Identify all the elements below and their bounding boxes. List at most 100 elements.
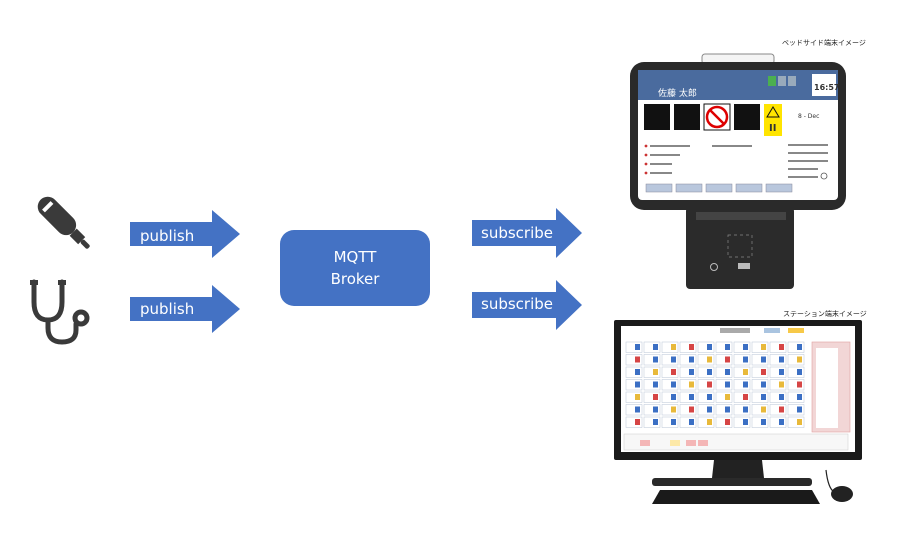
station-grid-marker [761,381,766,388]
station-grid-marker [761,344,766,350]
station-grid-cell [715,416,733,428]
station-grid-marker [761,369,766,375]
station-grid-cell [751,391,769,403]
bedside-patient-name: 佐藤 太郎 [658,87,697,99]
station-grid-cell [643,416,661,428]
station-grid-marker [725,344,730,350]
station-grid-cell [769,404,787,416]
station-grid-marker [707,369,712,375]
station-grid-marker [761,406,766,413]
station-grid-cell [787,341,805,353]
station-grid-cell [661,366,679,378]
broker-line-1: MQTT [333,248,377,266]
station-grid-marker [725,419,730,425]
station-grid-marker [671,344,676,350]
station-terminal-image [614,320,862,504]
station-grid-marker [689,356,694,363]
station-grid-cell [769,366,787,378]
station-grid-marker [743,381,748,388]
station-grid-marker [779,381,784,388]
station-grid-cell [769,391,787,403]
station-grid-cell [643,366,661,378]
station-grid-cell [751,341,769,353]
station-grid-cell [679,391,697,403]
station-grid-marker [743,344,748,350]
station-grid-marker [635,381,640,388]
station-grid-cell [715,366,733,378]
station-grid-marker [671,369,676,375]
station-grid-cell [643,391,661,403]
subscribe-label-bottom: subscribe [481,295,553,313]
station-grid-cell [697,416,715,428]
station-grid-cell [679,416,697,428]
station-grid-marker [743,419,748,425]
publish-label-top: publish [140,227,195,245]
station-grid-marker [635,344,640,350]
station-grid-cell [661,391,679,403]
station-grid-marker [689,406,694,413]
station-grid-marker [743,394,748,400]
station-grid-cell [679,341,697,353]
station-grid-cell [787,404,805,416]
station-grid-cell [625,354,643,366]
station-grid-marker [743,356,748,363]
station-grid-marker [653,406,658,413]
bedside-caption: ベッドサイド端末イメージ [782,39,866,47]
thermometer-icon [37,196,90,249]
station-grid-cell [733,366,751,378]
station-grid-marker [635,419,640,425]
station-grid-cell [715,341,733,353]
station-grid-cell [751,354,769,366]
bedside-date: 8 - Dec [798,113,819,120]
station-grid-marker [671,406,676,413]
station-grid-marker [653,419,658,425]
station-grid-marker [689,344,694,350]
station-grid-cell [643,404,661,416]
station-grid-cell [787,379,805,391]
station-grid-marker [779,406,784,413]
station-grid-marker [635,394,640,400]
stethoscope-icon [30,279,90,345]
publish-arrow-bottom [130,285,240,333]
station-grid-marker [689,381,694,388]
station-grid-marker [653,381,658,388]
station-grid-marker [653,394,658,400]
station-grid-marker [779,344,784,350]
station-grid-cell [697,366,715,378]
station-grid-cell [751,416,769,428]
station-grid-marker [635,356,640,363]
bedside-terminal-image: 佐藤 太郎 16:57 II 8 - Dec [630,53,846,289]
subscribe-arrow-top [472,208,582,258]
station-caption: ステーション端末イメージ [783,310,867,318]
station-grid-cell [661,379,679,391]
station-grid-cell [733,416,751,428]
bedside-clock: 16:57 [814,83,839,92]
station-grid-marker [725,406,730,413]
station-grid-marker [689,369,694,375]
station-grid-cell [733,404,751,416]
station-grid-cell [625,416,643,428]
station-grid-marker [671,356,676,363]
station-grid-marker [707,344,712,350]
station-grid-cell [787,366,805,378]
station-grid-marker [797,406,802,413]
station-grid-marker [761,356,766,363]
station-grid-cell [787,391,805,403]
station-grid-cell [697,341,715,353]
station-grid-marker [689,419,694,425]
station-grid-marker [779,356,784,363]
station-grid-marker [707,356,712,363]
station-grid-marker [653,344,658,350]
publish-label-bottom: publish [140,300,195,318]
station-grid-cell [625,366,643,378]
bedside-category: II [769,123,776,134]
station-grid-cell [787,416,805,428]
station-grid-marker [761,419,766,425]
station-grid-marker [725,356,730,363]
station-grid-marker [671,381,676,388]
station-grid-cell [715,379,733,391]
mqtt-broker-box: MQTT Broker [280,230,430,306]
station-grid-cell [643,379,661,391]
station-grid-marker [779,369,784,375]
station-grid-cell [697,354,715,366]
